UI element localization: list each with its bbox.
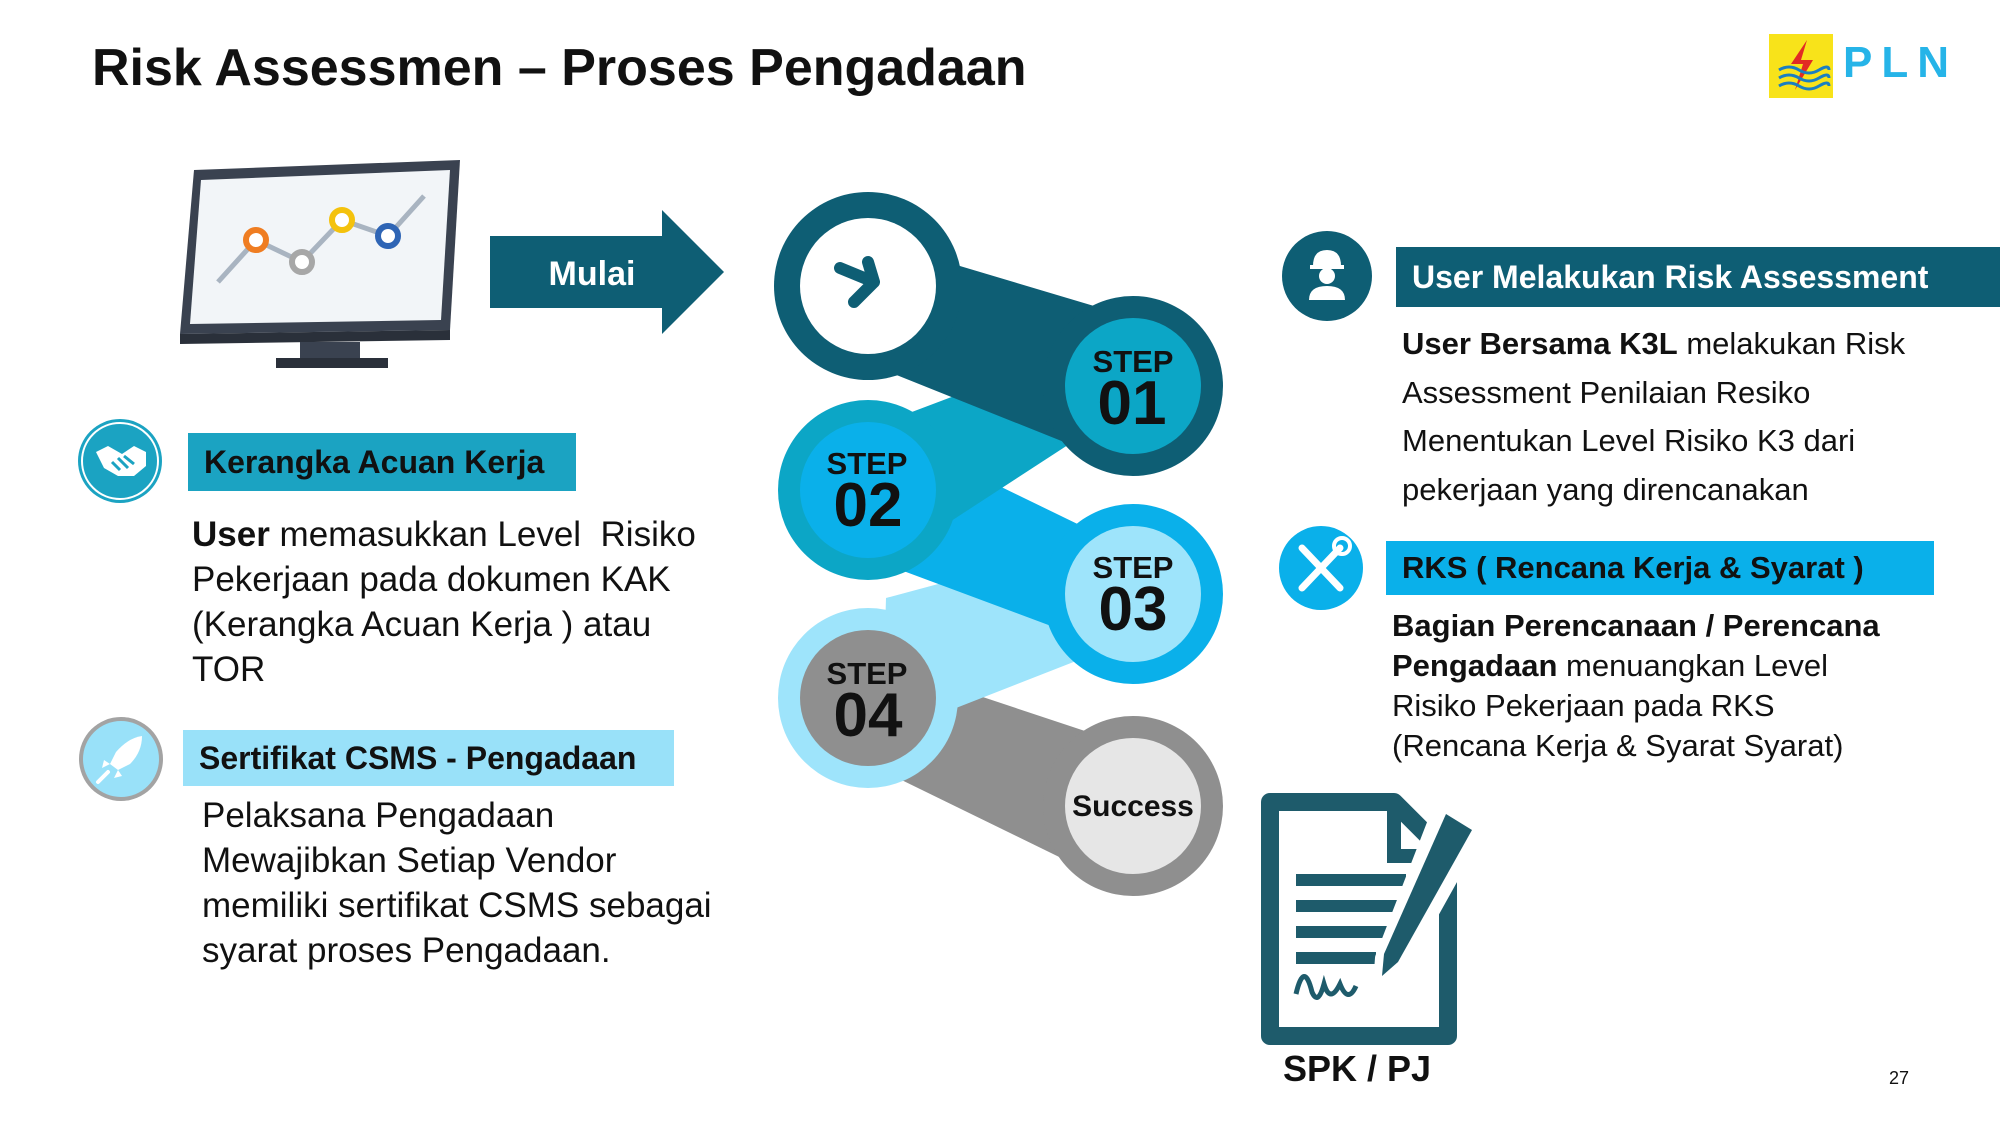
csms-line1: Pelaksana Pengadaan: [202, 796, 555, 835]
success-label: Success: [1072, 790, 1194, 823]
handshake-icon: [78, 419, 162, 503]
worker-icon: [1282, 231, 1372, 321]
step-4-word: STEP: [827, 656, 908, 691]
risk-assessment-header: User Melakukan Risk Assessment: [1396, 247, 2000, 307]
logo-text: PLN: [1843, 38, 1958, 87]
step-1-word: STEP: [1093, 344, 1174, 379]
ra-line4: pekerjaan yang direncanakan: [1402, 471, 1809, 507]
rks-line3: Risiko Pekerjaan pada RKS: [1392, 688, 1775, 723]
arrow-right-icon: [834, 256, 880, 308]
step-2-number: 02: [834, 471, 903, 540]
rks-description: Bagian Perencanaan / Perencana Pengadaan…: [1392, 606, 1880, 766]
start-arrow-label: Mulai: [549, 255, 636, 293]
rks-header: RKS ( Rencana Kerja & Syarat ): [1386, 541, 1934, 595]
line-chart-monitor-icon: [180, 160, 460, 368]
ra-line1-bold: User Bersama K3L: [1402, 326, 1678, 361]
csms-line2: Mewajibkan Setiap Vendor: [202, 841, 617, 880]
pln-lightning-icon: [1769, 34, 1833, 98]
ra-line2: Assessment Penilaian Resiko: [1402, 374, 1811, 410]
step-2-word: STEP: [827, 446, 908, 481]
kak-header: Kerangka Acuan Kerja: [188, 433, 576, 491]
kak-description: User memasukkan Level Risiko Pekerjaan p…: [192, 512, 696, 692]
step-3-word: STEP: [1093, 550, 1174, 585]
rks-line4: (Rencana Kerja & Syarat Syarat): [1392, 728, 1844, 763]
step-4-number: 04: [834, 681, 903, 750]
rocket-icon: [79, 717, 163, 801]
start-arrow: [490, 210, 724, 334]
csms-header: Sertifikat CSMS - Pengadaan: [183, 730, 674, 786]
page-title: Risk Assessmen – Proses Pengadaan: [92, 39, 1027, 97]
kak-line4: TOR: [192, 650, 266, 689]
kak-line2: Pekerjaan pada dokumen KAK: [192, 560, 671, 599]
step-1-number: 01: [1098, 369, 1167, 438]
ra-line1-rest: melakukan Risk: [1677, 326, 1906, 361]
csms-line3: memiliki sertifikat CSMS sebagai: [202, 886, 712, 925]
kak-line1-bold: User: [192, 515, 270, 554]
csms-line4: syarat proses Pengadaan.: [202, 931, 611, 970]
rks-line1-bold: Bagian Perencanaan / Perencana: [1392, 608, 1880, 643]
document-label: SPK / PJ: [1283, 1048, 1432, 1089]
rks-line2-bold: Pengadaan: [1392, 648, 1558, 683]
kak-line1-rest: memasukkan Level Risiko: [269, 515, 696, 554]
document-signature-icon: [1261, 793, 1485, 1045]
pln-logo: PLN: [1769, 34, 1949, 98]
ra-line3: Menentukan Level Risiko K3 dari: [1402, 423, 1856, 458]
csms-description: Pelaksana Pengadaan Mewajibkan Setiap Ve…: [202, 793, 712, 973]
risk-assessment-description: User Bersama K3L melakukan Risk Assessme…: [1402, 320, 1905, 514]
rks-line2-rest: menuangkan Level: [1557, 648, 1828, 683]
step-3-number: 03: [1099, 575, 1168, 644]
kak-line3: (Kerangka Acuan Kerja ) atau: [192, 605, 652, 644]
tools-icon: [1279, 526, 1363, 610]
page-number: 27: [1889, 1068, 1910, 1088]
